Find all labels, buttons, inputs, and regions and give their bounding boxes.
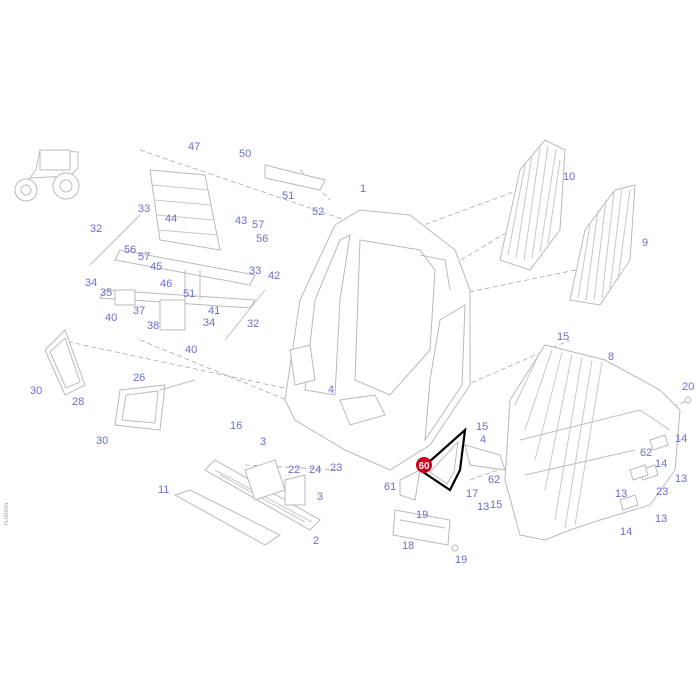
- callout-38: 38: [147, 320, 159, 332]
- callout-61: 61: [384, 481, 396, 493]
- callout-47: 47: [188, 141, 200, 153]
- callout-51: 51: [183, 288, 195, 300]
- callout-10: 10: [563, 171, 575, 183]
- callout-57: 57: [138, 251, 150, 263]
- callout-30: 30: [30, 385, 42, 397]
- callout-41: 41: [208, 305, 220, 317]
- side-window-part: [499, 139, 636, 306]
- callout-62: 62: [488, 474, 500, 486]
- callout-24: 24: [309, 464, 321, 476]
- cab-frame-part: [284, 209, 471, 471]
- callout-46: 46: [160, 278, 172, 290]
- callout-11: 11: [158, 484, 169, 496]
- mounting-bolts-part: [619, 434, 669, 511]
- callout-20: 20: [682, 381, 694, 393]
- callout-33: 33: [249, 265, 261, 277]
- callout-1: 1: [360, 183, 366, 195]
- callout-17: 17: [466, 488, 478, 500]
- callout-18: 18: [402, 540, 414, 552]
- callout-19: 19: [416, 509, 428, 521]
- callout-23: 23: [656, 486, 668, 498]
- callout-62: 62: [640, 447, 652, 459]
- callout-32: 32: [247, 318, 259, 330]
- engine-hood-part: [504, 344, 681, 541]
- side-id-label: FL000001: [4, 502, 10, 525]
- callout-4: 4: [328, 384, 334, 396]
- callout-34: 34: [203, 317, 215, 329]
- callout-32: 32: [90, 223, 102, 235]
- callout-9: 9: [642, 237, 648, 249]
- callout-13: 13: [615, 488, 627, 500]
- callout-35: 35: [100, 287, 112, 299]
- callout-34: 34: [85, 277, 97, 289]
- callout-2: 2: [313, 535, 319, 547]
- callout-51: 51: [282, 190, 294, 202]
- bracket-part: [392, 396, 692, 552]
- callout-14: 14: [620, 526, 632, 538]
- callout-labels: 1 2 3 3 4 4 8 9 10 11 13 13 13 13 14 14 …: [30, 141, 694, 566]
- callout-40: 40: [105, 312, 117, 324]
- callout-40: 40: [185, 344, 197, 356]
- highlight-badge[interactable]: 60: [416, 457, 432, 473]
- callout-45: 45: [150, 261, 162, 273]
- roof-frame-part: [89, 164, 326, 341]
- callout-13: 13: [655, 513, 667, 525]
- tractor-thumbnail-icon: [14, 149, 80, 202]
- callout-13: 13: [477, 501, 489, 513]
- callout-56: 56: [124, 244, 136, 256]
- highlighted-part-60[interactable]: [418, 427, 467, 492]
- callout-37: 37: [133, 305, 145, 317]
- front-grille-part: [173, 459, 321, 546]
- callout-15: 15: [557, 331, 569, 343]
- callout-14: 14: [655, 458, 667, 470]
- callout-52: 52: [312, 206, 324, 218]
- callout-30: 30: [96, 435, 108, 447]
- callout-26: 26: [133, 372, 145, 384]
- callout-22: 22: [288, 464, 300, 476]
- highlight-badge-circle: [416, 457, 432, 473]
- callout-13: 13: [675, 473, 687, 485]
- callout-42: 42: [268, 270, 280, 282]
- callout-15: 15: [476, 421, 488, 433]
- callout-44: 44: [165, 213, 177, 225]
- callout-23: 23: [330, 462, 342, 474]
- callout-14: 14: [675, 433, 687, 445]
- callout-15: 15: [490, 499, 502, 511]
- callout-43: 43: [235, 215, 247, 227]
- callout-19: 19: [455, 554, 467, 566]
- callout-50: 50: [239, 148, 251, 160]
- callout-3: 3: [260, 436, 266, 448]
- highlight-badge-label: 60: [418, 461, 430, 472]
- callout-28: 28: [72, 396, 84, 408]
- vent-grille-part: [44, 329, 196, 431]
- callout-3: 3: [317, 491, 323, 503]
- callout-4: 4: [480, 434, 486, 446]
- callout-16: 16: [230, 420, 242, 432]
- callout-33: 33: [138, 203, 150, 215]
- callout-8: 8: [608, 351, 614, 363]
- callout-57: 57: [252, 219, 264, 231]
- callout-56: 56: [256, 233, 268, 245]
